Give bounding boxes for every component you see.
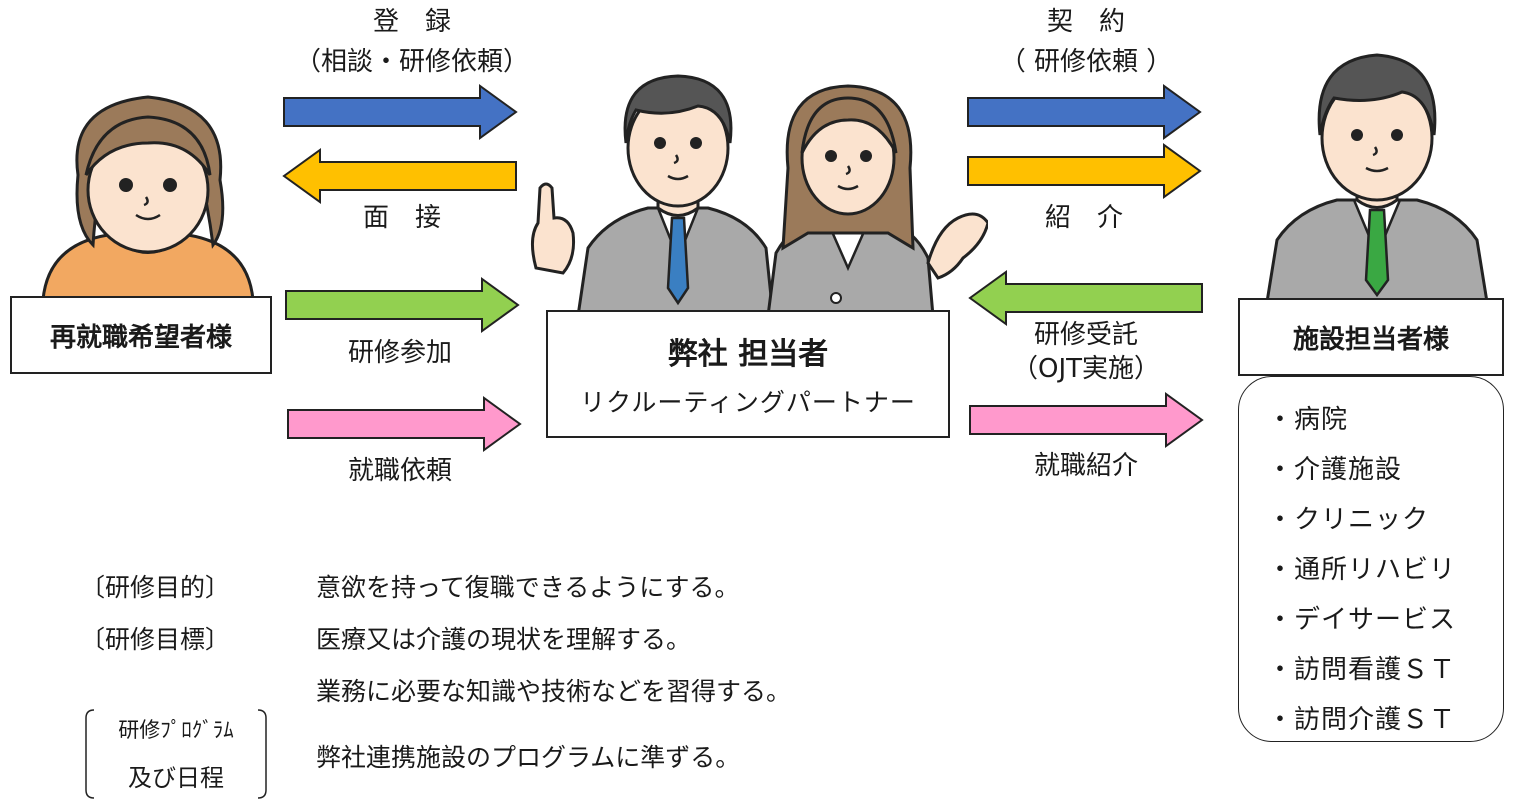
register-arrow-right <box>283 84 518 140</box>
training-arrow-right <box>285 277 520 333</box>
facility-box: 施設担当者様 <box>1238 298 1504 376</box>
facility-type-item: ・訪問看護ＳＴ <box>1267 655 1457 685</box>
facility-type-item: ・通所リハビリ <box>1267 555 1457 585</box>
facility-type-item: ・デイサービス <box>1267 605 1457 635</box>
company-subtitle: リクルーティングパートナー <box>580 388 916 417</box>
training-label: 研修参加 <box>347 338 452 368</box>
goal-text-2: 業務に必要な知識や技術などを習得する。 <box>316 677 792 706</box>
company-title: 弊社 担当者 <box>667 337 829 372</box>
training-accept-arrow-left <box>968 270 1203 326</box>
facility-type-item: ・訪問介護ＳＴ <box>1267 705 1457 735</box>
purpose-text: 意欲を持って復職できるようにする。 <box>316 573 740 602</box>
facility-type-item: ・介護施設 <box>1267 455 1403 485</box>
facility-type-item: ・病院 <box>1267 405 1349 435</box>
company-box: 弊社 担当者 リクルーティングパートナー <box>546 310 950 438</box>
job-request-label: 就職依頼 <box>347 456 452 486</box>
register-sublabel: （相談・研修依頼） <box>294 47 529 77</box>
facility-title: 施設担当者様 <box>1292 324 1449 355</box>
job-seeker-title: 再就職希望者様 <box>49 322 232 353</box>
job-intro-label: 就職紹介 <box>1033 451 1138 481</box>
facility-types-list: ・病院 ・介護施設 ・クリニック ・通所リハビリ ・デイサービス ・訪問看護ＳＴ… <box>1238 376 1504 742</box>
job-intro-arrow-right <box>969 392 1204 448</box>
company-staff-illustration <box>531 74 988 316</box>
job-request-arrow-right <box>287 396 522 452</box>
program-label-bracket: 研修ﾌﾟﾛｸﾞﾗﾑ 及び日程 <box>82 708 270 800</box>
job-seeker-box: 再就職希望者様 <box>10 296 272 374</box>
program-label-line2: 及び日程 <box>128 764 224 792</box>
contract-sublabel: （ 研修依頼 ） <box>999 47 1173 77</box>
job-seeker-illustration <box>41 95 255 300</box>
program-label-line1: 研修ﾌﾟﾛｸﾞﾗﾑ <box>118 718 234 742</box>
purpose-label: 〔研修目的〕 <box>80 573 231 602</box>
register-label: 登 録 <box>372 7 451 37</box>
introduce-arrow-right <box>967 143 1202 199</box>
interview-arrow-left <box>282 148 517 204</box>
introduce-label: 紹 介 <box>1044 203 1123 233</box>
goal-label: 〔研修目標〕 <box>80 625 231 654</box>
training-accept-sublabel: （OJT実施） <box>1011 354 1160 384</box>
facility-staff-illustration <box>1265 53 1489 302</box>
contract-label: 契 約 <box>1046 7 1125 37</box>
goal-text-1: 医療又は介護の現状を理解する。 <box>316 625 692 654</box>
contract-arrow-right <box>967 84 1202 140</box>
facility-type-item: ・クリニック <box>1267 505 1430 535</box>
interview-label: 面 接 <box>362 203 441 233</box>
training-accept-label: 研修受託 <box>1033 320 1138 350</box>
program-text: 弊社連携施設のプログラムに準ずる。 <box>316 743 741 772</box>
